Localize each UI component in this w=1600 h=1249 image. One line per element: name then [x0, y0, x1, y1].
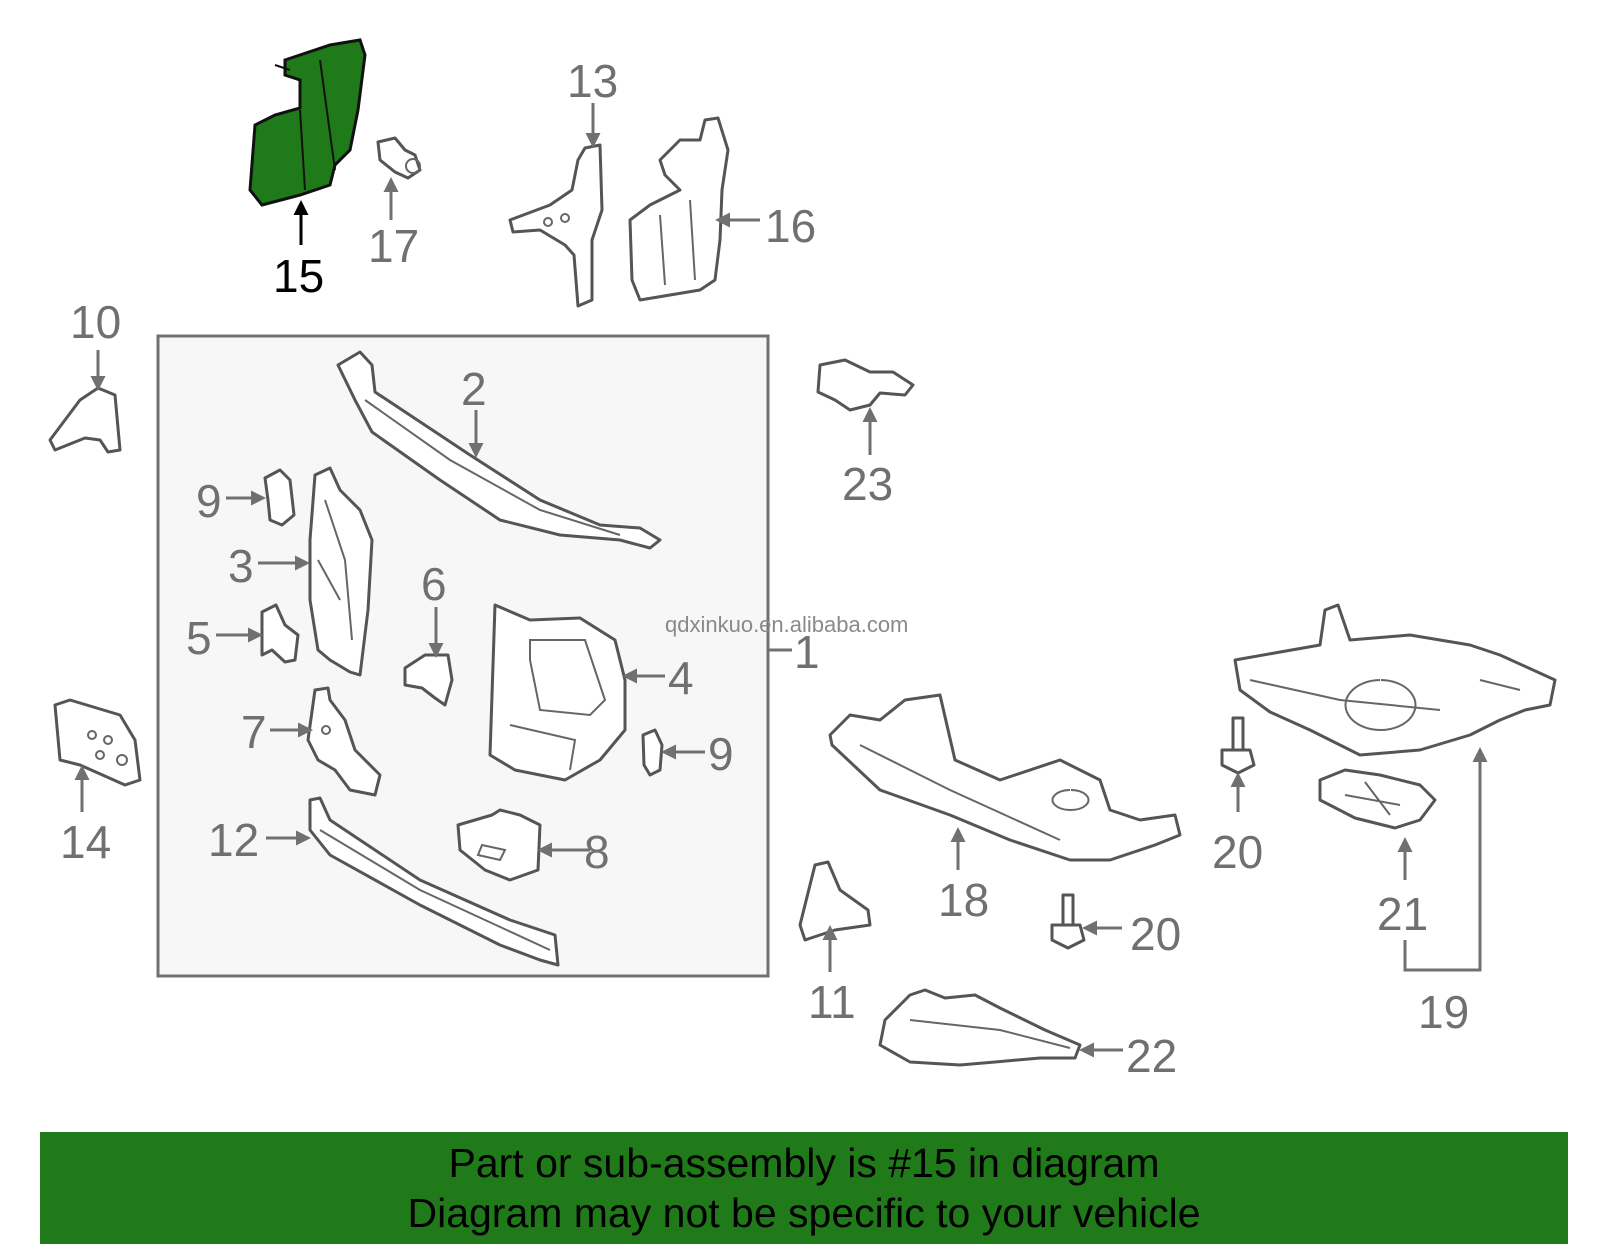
callout-23: 23: [842, 458, 893, 510]
banner-line-2: Diagram may not be specific to your vehi…: [407, 1190, 1201, 1236]
part-14: [53, 698, 142, 787]
part-7: [306, 686, 382, 797]
callout-22: 22: [1126, 1030, 1177, 1082]
callout-20-upper: 20: [1212, 826, 1263, 878]
callout-4: 4: [668, 652, 694, 704]
callout-1: 1: [794, 626, 820, 678]
part-19: [1233, 603, 1557, 757]
part-5: [260, 603, 300, 664]
part-2: [336, 350, 662, 550]
part-22: [878, 988, 1082, 1067]
part-20-bolt-lower: [1050, 893, 1086, 950]
callout-7: 7: [241, 706, 267, 758]
watermark: qdxinkuo.en.alibaba.com: [665, 612, 908, 637]
callout-20-lower: 20: [1130, 908, 1181, 960]
callout-2: 2: [461, 363, 487, 415]
callout-6: 6: [421, 558, 447, 610]
info-banner: Part or sub-assembly is #15 in diagram D…: [40, 1132, 1568, 1244]
callout-13: 13: [567, 55, 618, 107]
part-13: [508, 143, 604, 308]
part-21: [1318, 768, 1437, 830]
callout-10: 10: [70, 296, 121, 348]
part-12: [308, 796, 560, 967]
callout-21: 21: [1377, 888, 1428, 940]
callout-5: 5: [186, 612, 212, 664]
part-16: [628, 116, 730, 302]
banner-line-1: Part or sub-assembly is #15 in diagram: [448, 1140, 1160, 1186]
callout-12: 12: [208, 814, 259, 866]
subassembly-box: [156, 334, 770, 978]
part-20-bolt-upper: [1220, 716, 1256, 775]
callout-16: 16: [765, 200, 816, 252]
part-18: [828, 693, 1182, 862]
callout-14: 14: [60, 816, 111, 868]
callout-11: 11: [808, 976, 856, 1028]
part-10: [48, 386, 122, 454]
callout-18: 18: [938, 874, 989, 926]
part-15-highlighted[interactable]: [248, 38, 367, 207]
part-23: [816, 358, 915, 412]
callout-8: 8: [584, 826, 610, 878]
callout-3: 3: [228, 540, 254, 592]
part-4: [488, 603, 627, 782]
part-9-lower: [641, 728, 664, 777]
part-11: [798, 860, 872, 942]
callout-19: 19: [1418, 986, 1469, 1038]
callout-15[interactable]: 15: [273, 250, 324, 302]
part-9-upper: [263, 468, 296, 527]
callout-9-lower: 9: [708, 728, 734, 780]
callout-17: 17: [368, 220, 419, 272]
part-17-clip: [376, 136, 422, 180]
callout-9-upper: 9: [196, 475, 222, 527]
part-3: [308, 466, 374, 677]
